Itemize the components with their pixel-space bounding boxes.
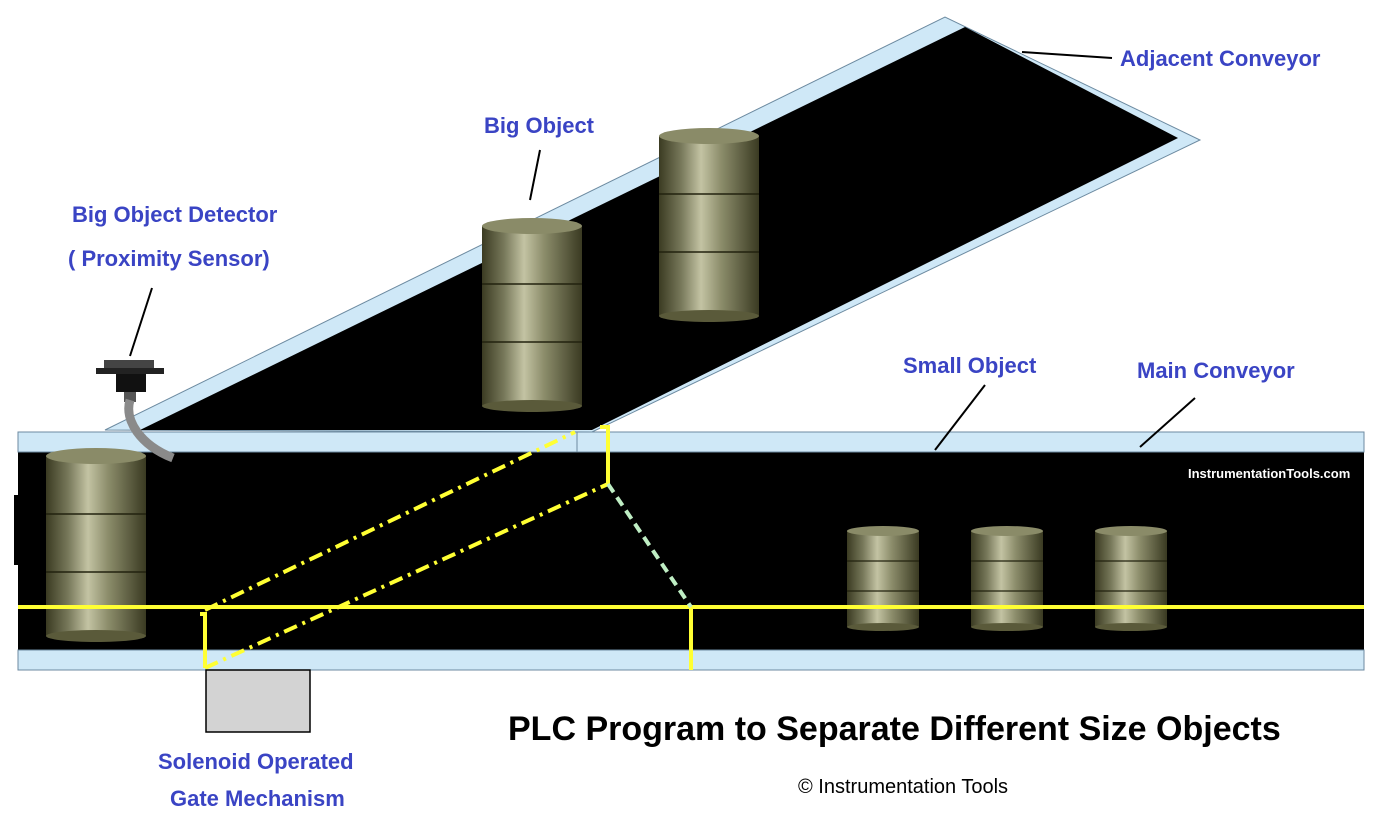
watermark: InstrumentationTools.com — [1188, 466, 1350, 481]
big-object-drum — [658, 127, 760, 323]
gate-path-lines — [18, 425, 1364, 670]
small-object-drum — [846, 525, 920, 632]
small-object-drum — [970, 525, 1044, 632]
solenoid-gate-box — [205, 669, 311, 733]
copyright: © Instrumentation Tools — [798, 776, 1008, 798]
big-object-drum — [45, 447, 147, 643]
small-object-label: Small Object — [903, 353, 1037, 378]
big-object-drum — [481, 217, 583, 413]
callout-lines — [129, 51, 1196, 451]
proximity-sensor-icon — [96, 360, 175, 463]
main-conveyor-label: Main Conveyor — [1137, 358, 1295, 383]
big-object-label: Big Object — [484, 113, 595, 138]
detector-label-line2: ( Proximity Sensor) — [68, 246, 270, 271]
page-title: PLC Program to Separate Different Size O… — [508, 710, 1281, 748]
detector-label-line1: Big Object Detector — [72, 202, 278, 227]
small-object-drum — [1094, 525, 1168, 632]
gate-label-line2: Gate Mechanism — [170, 786, 345, 811]
gate-label-line1: Solenoid Operated — [158, 749, 354, 774]
adjacent-conveyor-label: Adjacent Conveyor — [1120, 46, 1321, 71]
